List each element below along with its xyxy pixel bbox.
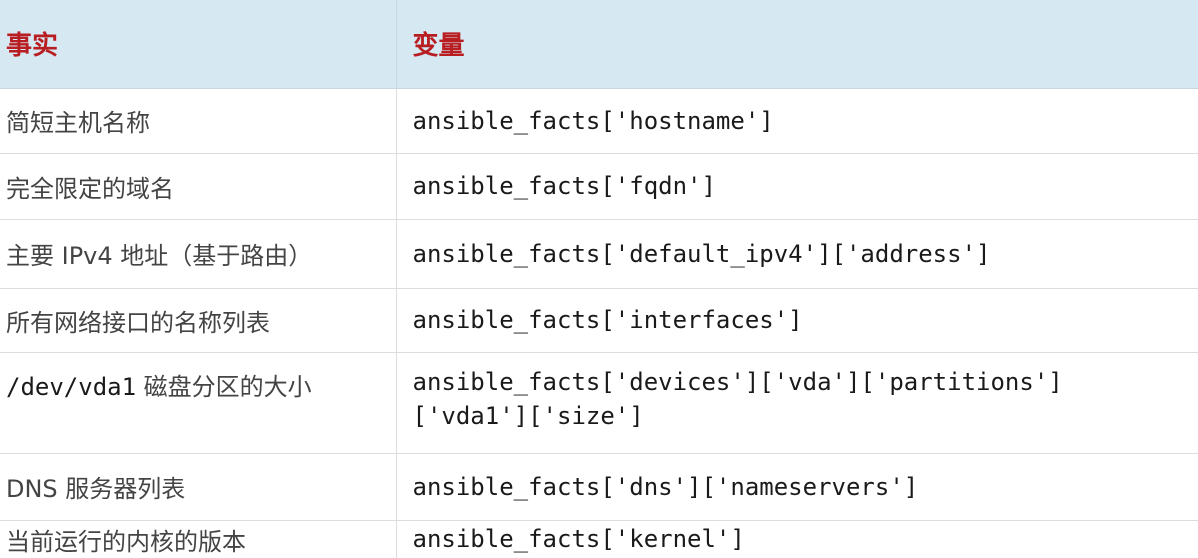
table-row: 完全限定的域名 ansible_facts['fqdn'] (0, 153, 1198, 220)
fact-device-path: /dev/vda1 (6, 372, 137, 401)
table-header-row: 事实 变量 (0, 0, 1198, 89)
table-row: /dev/vda1 磁盘分区的大小 ansible_facts['devices… (0, 352, 1198, 454)
variable-line-2: ['vda1']['size'] (412, 401, 644, 430)
fact-cell: DNS 服务器列表 (0, 453, 397, 521)
fact-cell: /dev/vda1 磁盘分区的大小 (0, 352, 397, 454)
header-fact: 事实 (0, 0, 397, 89)
variable-cell: ansible_facts['interfaces'] (396, 288, 1198, 353)
variable-cell: ansible_facts['dns']['nameservers'] (396, 453, 1198, 521)
variable-cell: ansible_facts['kernel'] (396, 520, 1198, 558)
variable-cell: ansible_facts['devices']['vda']['partiti… (396, 352, 1198, 454)
variable-line-1: ansible_facts['devices']['vda']['partiti… (412, 367, 1063, 396)
fact-cell: 当前运行的内核的版本 (0, 520, 397, 558)
fact-cell: 主要 IPv4 地址（基于路由） (0, 219, 397, 289)
header-variable: 变量 (396, 0, 1198, 89)
fact-cell: 所有网络接口的名称列表 (0, 288, 397, 353)
variable-cell: ansible_facts['hostname'] (396, 88, 1198, 154)
table-row: DNS 服务器列表 ansible_facts['dns']['nameserv… (0, 453, 1198, 521)
variable-cell: ansible_facts['fqdn'] (396, 153, 1198, 220)
table-row: 所有网络接口的名称列表 ansible_facts['interfaces'] (0, 288, 1198, 353)
fact-text: 磁盘分区的大小 (136, 372, 312, 401)
table-row: 主要 IPv4 地址（基于路由） ansible_facts['default_… (0, 219, 1198, 289)
fact-cell: 完全限定的域名 (0, 153, 397, 220)
fact-cell: 简短主机名称 (0, 88, 397, 154)
variable-cell: ansible_facts['default_ipv4']['address'] (396, 219, 1198, 289)
table-row: 当前运行的内核的版本 ansible_facts['kernel'] (0, 520, 1198, 558)
table-row: 简短主机名称 ansible_facts['hostname'] (0, 88, 1198, 154)
